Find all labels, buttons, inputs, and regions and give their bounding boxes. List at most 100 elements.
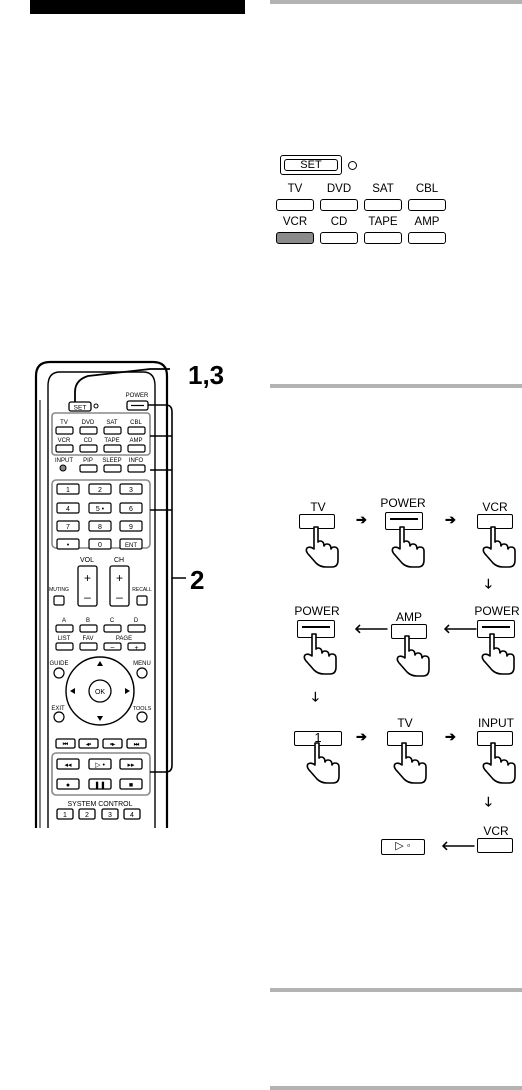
finger-icon (303, 633, 337, 675)
dvd-key[interactable] (320, 199, 358, 211)
svg-text:7: 7 (66, 524, 70, 531)
divider-rule (270, 988, 522, 992)
svg-text:◂◂: ◂◂ (64, 762, 72, 769)
vol-rocker (77, 565, 98, 607)
vcr-key-highlighted[interactable] (276, 232, 314, 244)
tape-key[interactable] (364, 232, 402, 244)
svg-text:PIP: PIP (83, 458, 93, 464)
tv-key[interactable] (276, 199, 314, 211)
svg-text:•: • (67, 542, 70, 549)
arrow-right-icon: ➔ (445, 512, 456, 527)
callout-step-2: 2 (190, 565, 205, 595)
finger-icon (391, 526, 425, 568)
svg-text:1: 1 (66, 487, 70, 494)
divider-rule (270, 384, 522, 388)
divider-rule (270, 1086, 522, 1090)
svg-text:–: – (111, 645, 115, 652)
cbl-key[interactable] (408, 199, 446, 211)
remote-source-labels: TV DVD SAT CBL VCR CD TAPE AMP (58, 420, 143, 444)
arrow-down-icon: 🡓 (485, 794, 492, 809)
svg-text:–: – (116, 590, 123, 604)
svg-text:OK: OK (95, 689, 105, 696)
svg-text:EXIT: EXIT (51, 706, 65, 712)
svg-text:●: ● (66, 782, 70, 789)
vol-label: VOL (80, 557, 94, 564)
svg-text:ENT: ENT (125, 543, 137, 549)
svg-text:3: 3 (108, 812, 112, 819)
svg-text:5 •: 5 • (96, 506, 105, 513)
arrow-left-icon: 🡐 (441, 838, 476, 853)
remote-func-labels: INPUT PIP SLEEP INFO (55, 458, 143, 464)
svg-text:CD: CD (84, 438, 93, 444)
callout-step-1-3: 1,3 (188, 360, 225, 390)
svg-text:TV: TV (60, 420, 68, 426)
remote-control-illustration: SET POWER TV DVD SAT CBL VCR CD TAPE AMP… (34, 360, 186, 828)
svg-text:2: 2 (85, 812, 89, 819)
seq-label: POWER (474, 604, 520, 618)
svg-text:LIST: LIST (58, 636, 71, 642)
svg-text:SLEEP: SLEEP (102, 458, 121, 464)
svg-text:3: 3 (129, 487, 133, 494)
svg-text:▷ •: ▷ • (95, 762, 105, 769)
finger-icon (306, 742, 340, 784)
system-control-label: SYSTEM CONTROL (68, 801, 133, 808)
play-key[interactable]: ▷ ◦ (381, 839, 425, 855)
finger-icon (305, 526, 339, 568)
svg-text:TOOLS: TOOLS (133, 706, 152, 712)
section-header-bar (30, 0, 245, 14)
svg-text:1: 1 (63, 812, 67, 819)
arrow-right-icon: ➔ (356, 729, 367, 744)
svg-text:▸▸: ▸▸ (127, 762, 135, 769)
svg-text:8: 8 (98, 524, 102, 531)
arrow-down-icon: 🡓 (312, 689, 319, 704)
svg-text:+: + (134, 645, 138, 652)
set-key-frame: SET (280, 155, 342, 175)
seq-label: TV (397, 716, 413, 730)
svg-text:INPUT: INPUT (55, 458, 73, 464)
pressing-finger-icons (303, 526, 516, 784)
amp-key[interactable] (408, 232, 446, 244)
key-label: VCR (282, 216, 308, 228)
power-label: POWER (126, 393, 149, 399)
seq-label: VCR (483, 824, 509, 838)
svg-text:+: + (84, 571, 91, 585)
svg-text:TAPE: TAPE (104, 438, 119, 444)
indicator-led-icon (348, 161, 357, 170)
svg-text:0: 0 (98, 542, 102, 549)
arrow-right-icon: ➔ (445, 729, 456, 744)
svg-text:A: A (62, 618, 66, 624)
svg-text:CBL: CBL (130, 420, 142, 426)
svg-text:VCR: VCR (58, 438, 71, 444)
vcr-key[interactable] (477, 838, 513, 853)
power-key[interactable] (477, 620, 515, 638)
svg-text:DVD: DVD (82, 420, 95, 426)
arrow-left-icon: 🡐 (443, 621, 478, 636)
svg-text:B: B (86, 618, 90, 624)
key-label: SAT (372, 183, 394, 195)
recall-label: RECALL (132, 587, 152, 593)
divider-rule (270, 0, 522, 4)
seq-label: TV (310, 500, 326, 514)
svg-text:2: 2 (98, 487, 102, 494)
set-key[interactable]: SET (284, 159, 338, 171)
seq-label: POWER (294, 604, 340, 618)
svg-text:◂•: ◂• (85, 742, 91, 748)
finger-icon (393, 742, 427, 784)
svg-text:C: C (110, 618, 115, 624)
svg-text:4: 4 (66, 506, 70, 513)
svg-text:⏭: ⏭ (134, 742, 140, 748)
finger-icon (482, 742, 516, 784)
sat-key[interactable] (364, 199, 402, 211)
svg-text:•▸: •▸ (110, 742, 116, 748)
key-label: CBL (415, 183, 439, 195)
set-key (68, 401, 92, 412)
remote-inner-outline (47, 371, 156, 828)
svg-text:❚❚: ❚❚ (94, 781, 106, 789)
ok-button (88, 679, 112, 703)
cd-key[interactable] (320, 232, 358, 244)
remote-body-outline (34, 360, 169, 828)
key-label: AMP (414, 216, 440, 228)
svg-text:FAV: FAV (83, 636, 94, 642)
svg-text:D: D (134, 618, 139, 624)
